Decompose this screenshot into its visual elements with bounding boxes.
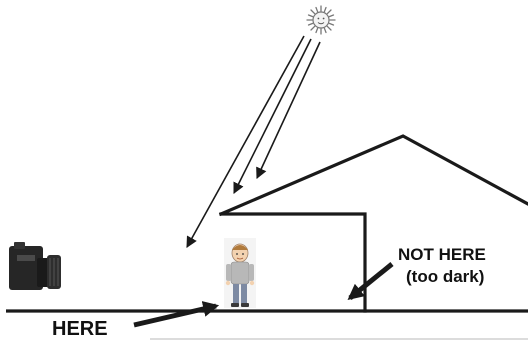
here-label: HERE	[52, 318, 108, 340]
not-here-label: NOT HERE	[398, 245, 486, 264]
camera-icon	[9, 242, 61, 290]
person-icon	[224, 238, 256, 308]
roof-line	[221, 136, 528, 214]
too-dark-label: (too dark)	[406, 267, 484, 286]
not-here-arrow	[350, 264, 392, 298]
here-arrow	[134, 306, 216, 325]
sun-icon	[307, 6, 335, 34]
sun-ray	[234, 39, 311, 193]
